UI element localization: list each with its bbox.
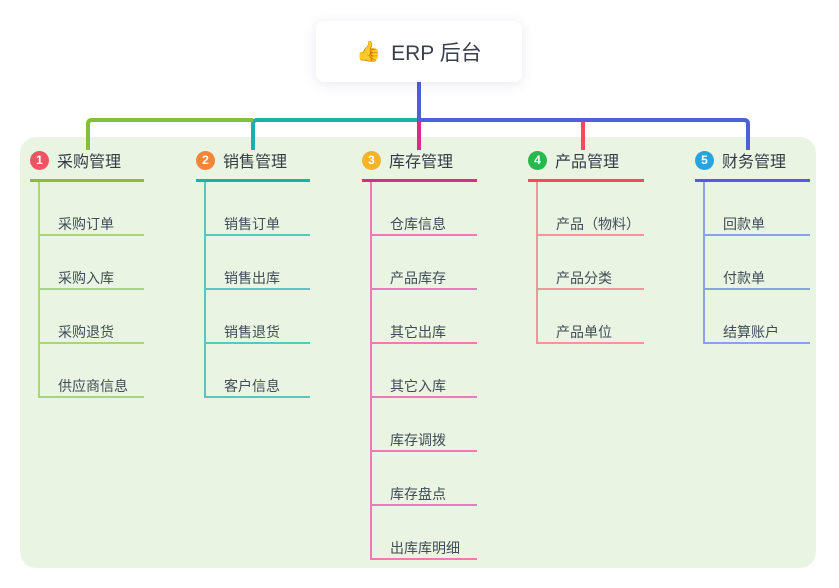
child-node[interactable]: 出库库明细 <box>372 506 477 560</box>
branch-label: 库存管理 <box>389 154 454 171</box>
child-node[interactable]: 回款单 <box>705 182 810 236</box>
child-node[interactable]: 采购订单 <box>40 182 144 236</box>
branch-label: 财务管理 <box>722 154 787 171</box>
branch-label: 采购管理 <box>57 154 122 171</box>
branch-children: 销售订单 销售出库 销售退货 客户信息 <box>204 182 310 398</box>
child-node[interactable]: 其它出库 <box>372 290 477 344</box>
root-node[interactable]: 👍 ERP 后台 <box>316 21 522 82</box>
branch-children: 回款单 付款单 结算账户 <box>703 182 810 344</box>
branches-background-panel <box>20 137 816 568</box>
branch-children: 产品（物料） 产品分类 产品单位 <box>536 182 644 344</box>
child-node[interactable]: 产品单位 <box>538 290 644 344</box>
child-node[interactable]: 销售订单 <box>206 182 310 236</box>
root-label: ERP 后台 <box>391 41 482 65</box>
branch-number-badge: 3 <box>362 150 381 170</box>
child-node[interactable]: 产品库存 <box>372 236 477 290</box>
child-node[interactable]: 库存盘点 <box>372 452 477 506</box>
branch: 5 财务管理 回款单 付款单 结算账户 <box>695 148 810 344</box>
branch-label: 产品管理 <box>555 154 620 171</box>
child-node[interactable]: 采购入库 <box>40 236 144 290</box>
branch-node[interactable]: 3 库存管理 <box>362 148 477 182</box>
branch: 4 产品管理 产品（物料） 产品分类 产品单位 <box>528 148 644 344</box>
child-node[interactable]: 供应商信息 <box>40 344 144 398</box>
branch-number-badge: 2 <box>196 150 215 170</box>
child-node[interactable]: 产品（物料） <box>538 182 644 236</box>
child-node[interactable]: 产品分类 <box>538 236 644 290</box>
child-node[interactable]: 采购退货 <box>40 290 144 344</box>
child-node[interactable]: 仓库信息 <box>372 182 477 236</box>
branch-number-badge: 5 <box>695 150 714 170</box>
child-node[interactable]: 库存调拨 <box>372 398 477 452</box>
branch-node[interactable]: 4 产品管理 <box>528 148 644 182</box>
branch-node[interactable]: 2 销售管理 <box>196 148 310 182</box>
branch-children: 采购订单 采购入库 采购退货 供应商信息 <box>38 182 144 398</box>
child-node[interactable]: 其它入库 <box>372 344 477 398</box>
branch: 1 采购管理 采购订单 采购入库 采购退货 供应商信息 <box>30 148 144 398</box>
child-node[interactable]: 销售退货 <box>206 290 310 344</box>
branch-node[interactable]: 5 财务管理 <box>695 148 810 182</box>
branch: 2 销售管理 销售订单 销售出库 销售退货 客户信息 <box>196 148 310 398</box>
branch-number-badge: 4 <box>528 150 547 170</box>
branch-number-badge: 1 <box>30 150 49 170</box>
thumbs-up-icon: 👍 <box>356 41 382 63</box>
child-node[interactable]: 结算账户 <box>705 290 810 344</box>
child-node[interactable]: 销售出库 <box>206 236 310 290</box>
branch: 3 库存管理 仓库信息 产品库存 其它出库 其它入库 库存调拨 库存盘点 出库库… <box>362 148 477 560</box>
branch-children: 仓库信息 产品库存 其它出库 其它入库 库存调拨 库存盘点 出库库明细 <box>370 182 477 560</box>
branch-node[interactable]: 1 采购管理 <box>30 148 144 182</box>
child-node[interactable]: 付款单 <box>705 236 810 290</box>
branch-label: 销售管理 <box>223 154 288 171</box>
child-node[interactable]: 客户信息 <box>206 344 310 398</box>
